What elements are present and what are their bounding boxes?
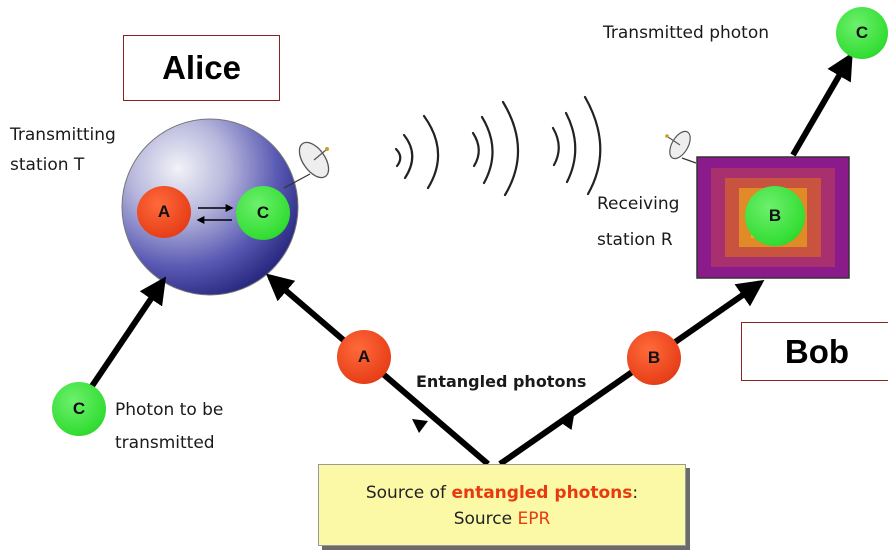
input-photon-c: C: [52, 382, 106, 436]
bob-photon-b: B: [745, 186, 805, 246]
entangled-photon-b: B: [627, 331, 681, 385]
transmitting-station-label: Transmitting station T: [10, 125, 116, 175]
entangled-photon-a: A: [337, 330, 391, 384]
entangled-photons-highlight: entangled photons: [451, 483, 633, 503]
alice-photon-a: A: [137, 186, 191, 238]
output-photon-arrow: [790, 52, 853, 157]
path-b-arrow: [498, 279, 765, 467]
bob-dish-icon: [665, 130, 697, 164]
transmitted-photon-c: C: [836, 7, 888, 59]
bob-label: Bob: [784, 332, 850, 370]
bob-label-box: Bob: [741, 322, 888, 381]
transmitted-photon-label: Transmitted photon: [603, 23, 769, 43]
epr-highlight: EPR: [517, 509, 551, 529]
signal-waves-icon: [394, 95, 602, 197]
alice-station-sphere: [121, 118, 299, 296]
alice-photon-c: C: [236, 186, 290, 240]
epr-source-box: Source of entangled photons: Source EPR: [318, 464, 686, 546]
exchange-arrows: [196, 204, 234, 224]
input-photon-arrow: [85, 276, 167, 394]
alice-dish-icon: [283, 141, 330, 189]
alice-label: Alice: [162, 49, 241, 86]
alice-label-box: Alice: [123, 35, 280, 101]
photon-to-be-transmitted-label: Photon to be transmitted: [115, 400, 224, 453]
receiving-station-label: Receiving station R: [597, 194, 680, 250]
entangled-photons-label: Entangled photons: [416, 372, 587, 391]
